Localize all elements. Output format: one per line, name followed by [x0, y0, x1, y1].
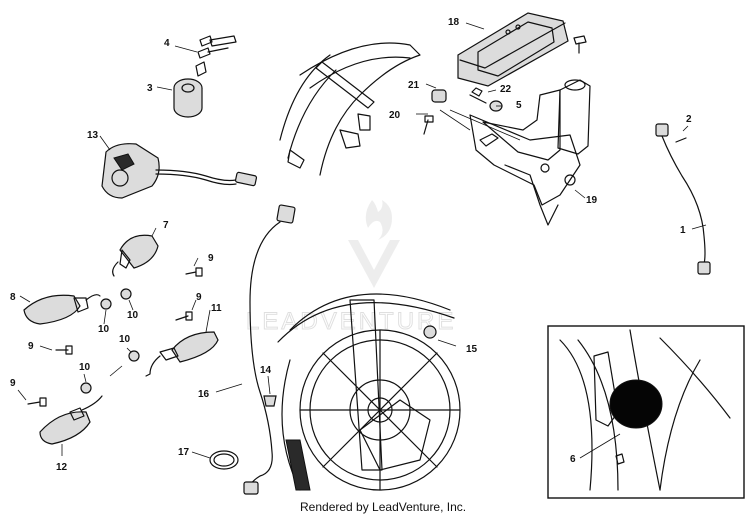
callout-6: 6 [570, 454, 576, 465]
detail-inset [547, 325, 745, 499]
instrument-bracket [469, 79, 591, 226]
callout-10-d: 10 [79, 362, 91, 373]
callout-16: 16 [198, 389, 210, 400]
callout-19: 19 [586, 195, 598, 206]
instrument-cluster [457, 12, 569, 87]
callout-10-b: 10 [127, 310, 139, 321]
callouts: 1 2 3 4 5 6 7 8 9 9 9 9 10 10 10 10 11 1… [10, 17, 692, 473]
callout-14: 14 [260, 365, 272, 376]
handlebar-switch [101, 143, 258, 199]
callout-9-b: 9 [196, 292, 202, 303]
callout-4: 4 [164, 38, 170, 49]
callout-13: 13 [87, 130, 99, 141]
callout-2: 2 [686, 114, 692, 125]
callout-7: 7 [163, 220, 169, 231]
turn-signal-8 [19, 294, 101, 325]
callout-8: 8 [10, 292, 16, 303]
speed-sensor-cable [655, 123, 711, 275]
ignition-switch [173, 78, 203, 118]
callout-15: 15 [466, 344, 478, 355]
fasteners-front [27, 267, 203, 407]
callout-22: 22 [500, 84, 512, 95]
callout-17: 17 [178, 447, 190, 458]
speedometer-cable [215, 204, 296, 495]
ignition-key [195, 35, 237, 77]
callout-9-a: 9 [208, 253, 214, 264]
callout-18: 18 [448, 17, 460, 28]
callout-20: 20 [389, 110, 401, 121]
footer-credit: Rendered by LeadVenture, Inc. [300, 500, 466, 514]
callout-21: 21 [408, 80, 420, 91]
turn-signal-7 [112, 227, 159, 277]
callout-5: 5 [516, 100, 522, 111]
front-fender [279, 42, 421, 176]
bolt-22 [469, 87, 487, 104]
grommet-14 [263, 375, 277, 407]
grommet-21 [431, 89, 447, 103]
callout-11: 11 [211, 303, 222, 314]
turn-signal-11 [145, 309, 219, 377]
screw-20 [423, 115, 434, 135]
watermark: LEADVENTURE [246, 200, 456, 336]
front-wheel [277, 293, 461, 491]
watermark-text: LEADVENTURE [246, 308, 456, 335]
callout-10-a: 10 [98, 324, 110, 335]
callout-9-c: 9 [28, 341, 34, 352]
callout-9-d: 9 [10, 378, 16, 389]
hose-clamp [191, 450, 239, 470]
callout-10-c: 10 [119, 334, 131, 345]
callout-1: 1 [680, 225, 686, 236]
callout-12: 12 [56, 462, 68, 473]
turn-signal-12 [39, 395, 103, 456]
callout-3: 3 [147, 83, 153, 94]
cluster-bolt [573, 35, 587, 54]
